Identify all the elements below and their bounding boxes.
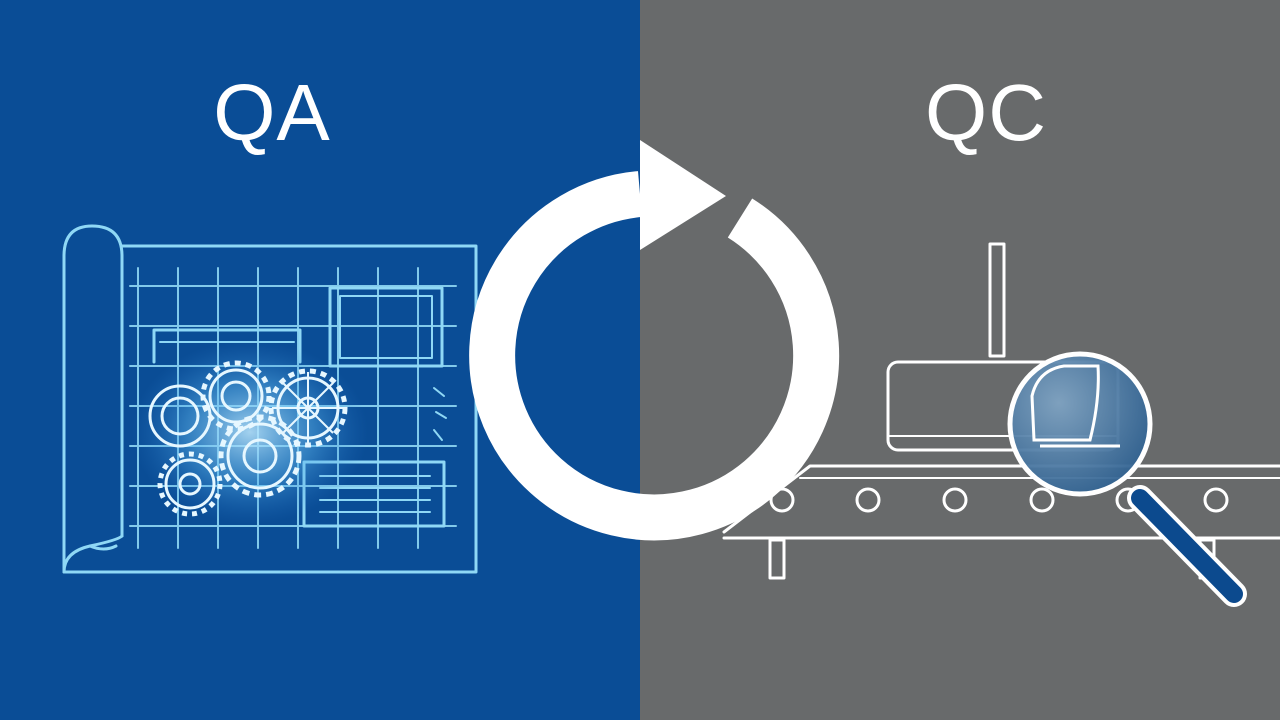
magnifier-icon (1007, 351, 1247, 607)
qc-panel (640, 0, 1280, 720)
qc-title: QC (925, 68, 1047, 157)
cycle-arrow-icon (469, 140, 840, 541)
blueprint-icon (62, 224, 478, 574)
gears-icon (132, 340, 368, 524)
qa-title: QA (213, 68, 331, 157)
